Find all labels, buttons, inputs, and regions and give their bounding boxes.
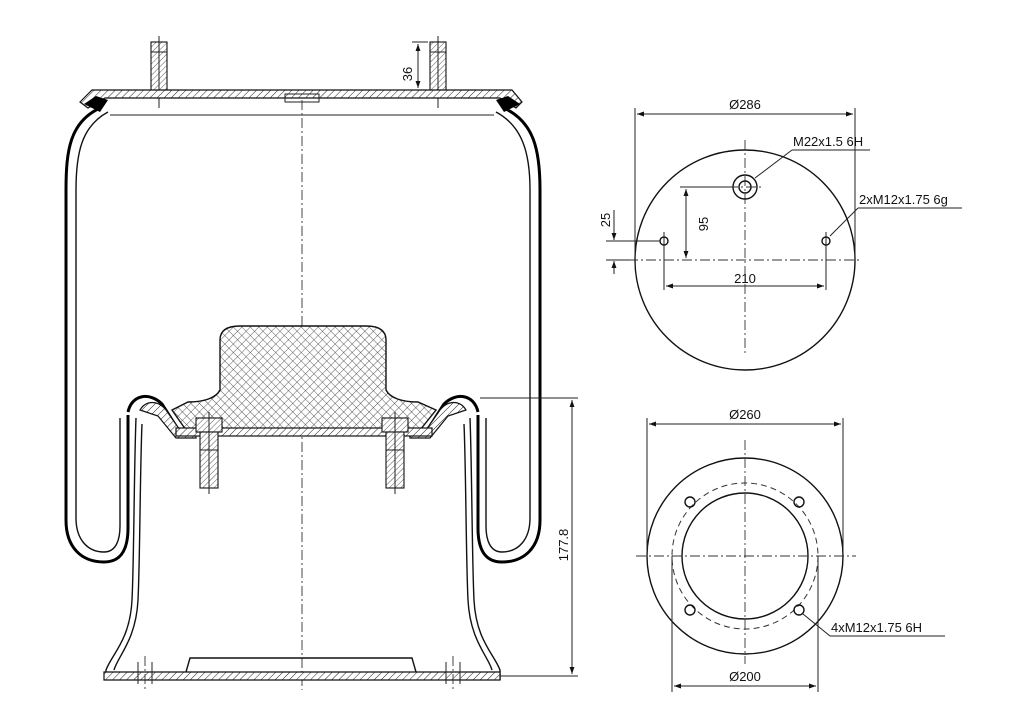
top-stud-left	[150, 36, 168, 108]
dim-stud-spacing-text: 210	[734, 271, 756, 286]
piston-wall-left	[105, 417, 137, 680]
label-stud-thread: 2xM12x1.75 6g	[829, 192, 962, 237]
piston-bolt-left	[195, 412, 223, 494]
piston-base-plate	[175, 427, 433, 437]
dim-stud-offset-text: 25	[598, 213, 613, 227]
bolt-hole-top-left	[684, 496, 696, 508]
dim-center-offset: 95	[680, 186, 733, 258]
label-center-thread-text: M22x1.5 6H	[793, 134, 863, 149]
dim-center-offset-text: 95	[696, 217, 711, 231]
dim-piston-height-text: 177.8	[556, 529, 571, 562]
rubber-bellows-left	[64, 106, 130, 564]
piston-flange-left	[139, 401, 197, 439]
piston-lip-right	[428, 395, 480, 427]
side-section-view: 36	[64, 36, 578, 690]
piston-bottom-recess	[185, 657, 417, 673]
bolt-hole-bottom-right	[793, 604, 805, 616]
dim-top-diameter-text: Ø286	[729, 97, 761, 112]
dim-bottom-outer-diameter: Ø260	[646, 407, 844, 556]
bottom-plate-view: Ø260 4xM12x1.75 6H Ø200	[636, 407, 945, 692]
top-plate-view: Ø286 M22x1.5 6H 2xM12x1.75 6g 25 95	[598, 97, 962, 371]
dim-bolt-circle-text: Ø200	[729, 669, 761, 684]
bottom-bolt-right	[445, 656, 461, 690]
piston-flange-right	[409, 401, 467, 439]
dim-top-diameter: Ø286	[634, 97, 856, 260]
dim-piston-height: 177.8	[480, 397, 578, 677]
bottom-bolt-left	[137, 656, 153, 690]
piston-bottom-plate	[103, 671, 501, 681]
bolt-hole-top-right	[793, 496, 805, 508]
piston-wall-left-inner	[113, 423, 143, 671]
dim-stud-height-text: 36	[400, 67, 415, 81]
label-bolt-thread-text: 4xM12x1.75 6H	[831, 620, 922, 635]
bump-stop	[170, 325, 438, 431]
bead-clamp-left	[84, 96, 108, 112]
stud-hole-right	[821, 232, 831, 290]
piston-wall-right-inner	[463, 423, 493, 671]
rubber-bellows-right	[476, 106, 542, 564]
piston-lip-left	[126, 395, 178, 427]
bolt-hole-bottom-left	[684, 604, 696, 616]
label-stud-thread-text: 2xM12x1.75 6g	[859, 192, 948, 207]
bead-clamp-right	[496, 96, 520, 112]
stud-hole-left	[659, 232, 669, 290]
dim-stud-offset: 25	[598, 210, 660, 274]
dim-stud-spacing: 210	[666, 271, 824, 289]
dim-bolt-circle: Ø200	[671, 556, 819, 692]
piston-bolt-right	[381, 412, 409, 494]
label-bolt-thread: 4xM12x1.75 6H	[802, 613, 945, 637]
rubber-bellows-inner-left	[75, 111, 121, 553]
dim-bottom-outer-diameter-text: Ø260	[729, 407, 761, 422]
label-center-thread: M22x1.5 6H	[754, 134, 870, 179]
piston-wall-right	[469, 417, 501, 680]
dim-stud-height: 36	[400, 41, 428, 91]
rubber-bellows-inner-right	[485, 111, 531, 553]
top-bead-plate	[79, 89, 523, 109]
